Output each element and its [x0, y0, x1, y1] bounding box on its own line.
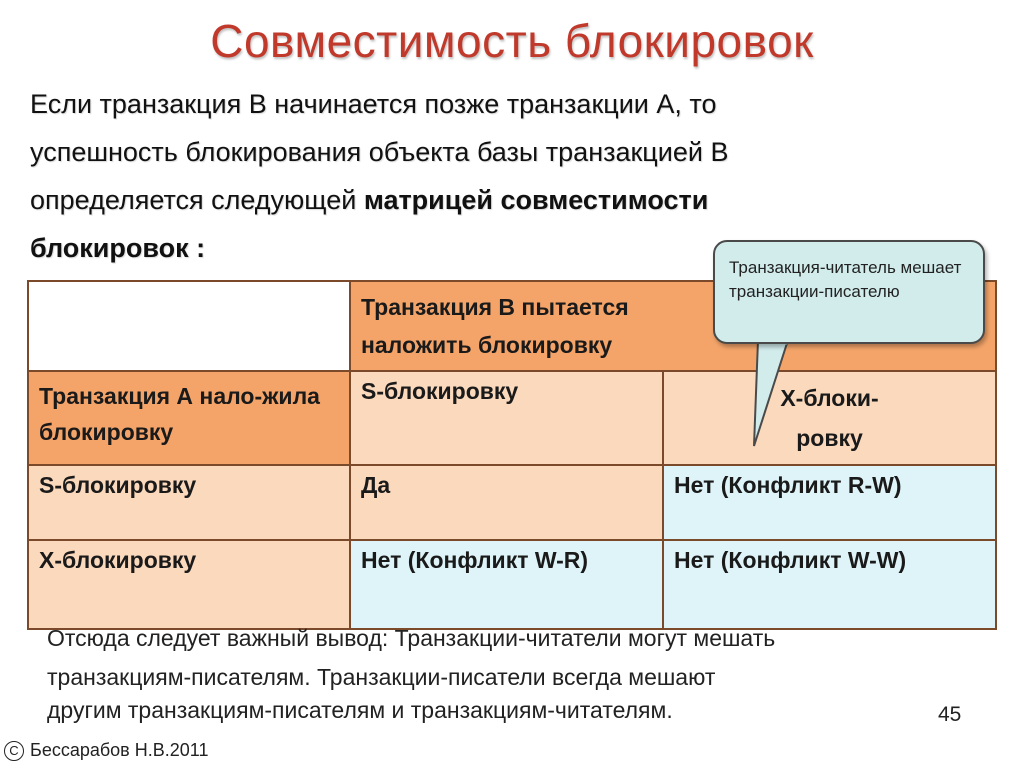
slide-title: Совместимость блокировок: [210, 15, 814, 67]
matrix-row-a-label: Транзакция А нало-жила блокировку: [27, 370, 351, 466]
table-row: Х-блокировку Нет (Конфликт W-R) Нет (Кон…: [27, 539, 997, 630]
intro-line-2: успешность блокирования объекта базы тра…: [30, 137, 729, 167]
conclusion-line-3: другим транзакциям-писателям и транзакци…: [47, 697, 673, 723]
matrix-cell-x-x: Нет (Конфликт W-W): [662, 539, 997, 630]
callout-bubble: Транзакция-читатель мешает транзакции-пи…: [713, 240, 985, 344]
intro-line-3-plain: определяется следующей: [30, 185, 364, 215]
footer: C Бессарабов Н.В.2011: [4, 740, 208, 761]
matrix-cell-s-s: Да: [349, 464, 664, 541]
matrix-header-b-text: Транзакция В пытается наложить блокировк…: [361, 294, 629, 358]
matrix-cell-s-x: Нет (Конфликт R-W): [662, 464, 997, 541]
intro-paragraph: Если транзакция В начинается позже транз…: [30, 80, 930, 272]
table-row: Транзакция А нало-жила блокировку S-блок…: [27, 370, 997, 466]
matrix-col-x-header-text: Х-блоки-ровку: [780, 385, 879, 451]
conclusion-line-2: транзакциям-писателям. Транзакции-писате…: [47, 664, 716, 690]
matrix-row-a-label-text: Транзакция А нало-жила блокировку: [39, 383, 320, 445]
matrix-col-s-header: S-блокировку: [349, 370, 664, 466]
intro-line-3: определяется следующей матрицей совмести…: [30, 176, 930, 224]
intro-line-4-bold: блокировок :: [30, 233, 206, 263]
conclusion-text: Отсюда следует важный вывод: Транзакции-…: [47, 618, 987, 724]
conclusion-line-1: Отсюда следует важный вывод: Транзакции-…: [47, 625, 776, 651]
matrix-row-x-label: Х-блокировку: [27, 539, 351, 630]
callout-tail: [753, 339, 790, 447]
matrix-row-s-label: S-блокировку: [27, 464, 351, 541]
matrix-col-x-header: Х-блоки-ровку: [662, 370, 997, 466]
table-row: S-блокировку Да Нет (Конфликт R-W): [27, 464, 997, 541]
matrix-corner-cell: [27, 280, 351, 372]
matrix-cell-x-s: Нет (Конфликт W-R): [349, 539, 664, 630]
intro-line-3-bold: матрицей совместимости: [363, 185, 709, 215]
copyright-icon: C: [4, 740, 24, 761]
footer-author: Бессарабов Н.В.2011: [30, 740, 209, 760]
intro-line-4: блокировок :: [30, 224, 930, 272]
intro-line-1: Если транзакция В начинается позже транз…: [30, 89, 717, 119]
page-number: 45: [938, 703, 962, 726]
